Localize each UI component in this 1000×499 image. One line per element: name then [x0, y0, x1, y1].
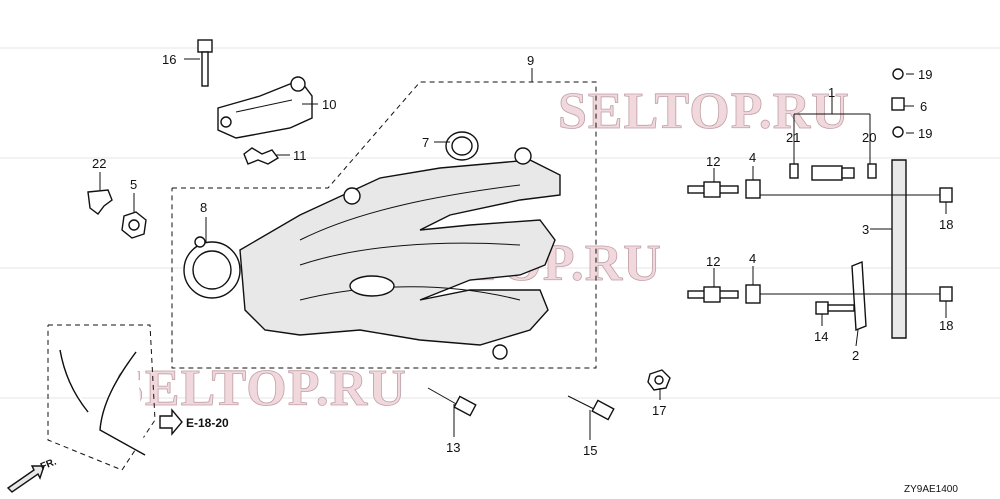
- callout-21: 21: [786, 130, 800, 145]
- callout-9: 9: [527, 53, 534, 68]
- bracket: [217, 76, 313, 139]
- callout-10: 10: [322, 97, 336, 112]
- throttle-gasket: [183, 236, 241, 299]
- hose-clamp: [445, 131, 479, 161]
- assembly-dashed-box: [171, 81, 597, 369]
- callout-16: 16: [162, 52, 176, 67]
- bolt-16: [197, 39, 213, 87]
- callout-22: 22: [92, 156, 106, 171]
- callout-20: 20: [862, 130, 876, 145]
- callout-19-upper: 19: [918, 67, 932, 82]
- stud-12-upper: [687, 181, 739, 198]
- front-marker-label: FR.: [39, 456, 58, 472]
- bolt-13: [427, 387, 477, 417]
- callout-7: 7: [422, 135, 429, 150]
- cap-22: [87, 189, 113, 215]
- bolt-15: [567, 395, 615, 421]
- reference-arrow: E-18-20: [159, 408, 229, 436]
- callout-12-lower: 12: [706, 254, 720, 269]
- callout-17: 17: [652, 403, 666, 418]
- washer-19-lower: [892, 126, 904, 138]
- callout-4-lower: 4: [749, 251, 756, 266]
- callout-18-lower: 18: [939, 318, 953, 333]
- front-marker: FR.: [6, 456, 58, 493]
- grommet-5: [121, 211, 147, 239]
- diagram-code: ZY9AE1400: [904, 484, 958, 495]
- nut-17: [647, 369, 671, 391]
- washer-19-upper: [892, 68, 904, 80]
- callout-14: 14: [814, 329, 828, 344]
- stud-12-lower: [687, 286, 739, 303]
- bolt-14: [815, 301, 855, 315]
- callout-19-lower: 19: [918, 126, 932, 141]
- reference-label: E-18-20: [186, 416, 229, 430]
- watermark-bottom-left: SELTOP.RU: [115, 360, 407, 417]
- collar-4-upper: [745, 179, 761, 199]
- callout-2: 2: [852, 348, 859, 363]
- damper-6: [891, 97, 905, 111]
- callout-18-upper: 18: [939, 217, 953, 232]
- watermark-top-right: SELTOP.RU: [558, 83, 850, 140]
- callout-8: 8: [200, 200, 207, 215]
- clip-11: [243, 147, 280, 165]
- callout-5: 5: [130, 177, 137, 192]
- intake-manifold: [239, 147, 561, 360]
- fuel-injector: [789, 163, 877, 181]
- callout-12-upper: 12: [706, 154, 720, 169]
- callout-3: 3: [862, 222, 869, 237]
- leader-lines: [99, 58, 947, 440]
- fuel-rail: [891, 159, 953, 339]
- vent-hoses: [59, 349, 146, 456]
- bracket-2: [851, 260, 867, 332]
- callout-4-upper: 4: [749, 150, 756, 165]
- callout-6: 6: [920, 99, 927, 114]
- collar-4-lower: [745, 284, 761, 304]
- callout-1: 1: [828, 85, 835, 100]
- callout-11: 11: [293, 148, 307, 163]
- callout-13: 13: [446, 440, 460, 455]
- callout-15: 15: [583, 443, 597, 458]
